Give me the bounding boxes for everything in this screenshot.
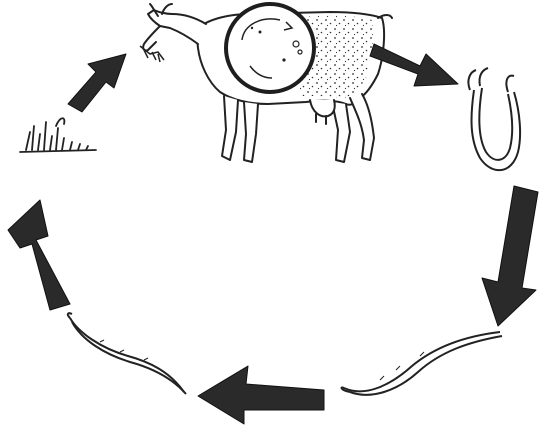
arrow-grass-to-goat: [68, 54, 126, 112]
large-larva-stage: [342, 332, 502, 395]
arrow-goat-to-adult-worm: [370, 44, 458, 86]
arrow-large-larva-to-small-larva: [198, 366, 324, 424]
arrow-adult-worm-to-large-larva: [482, 186, 538, 326]
arrow-small-larva-to-grass: [8, 200, 70, 310]
grass-with-larva: [20, 118, 96, 152]
small-larva-stage: [68, 313, 186, 394]
adult-worm-stage: [468, 68, 520, 170]
grass-in-mouth: [140, 46, 164, 62]
stomach-inset: [226, 4, 314, 92]
